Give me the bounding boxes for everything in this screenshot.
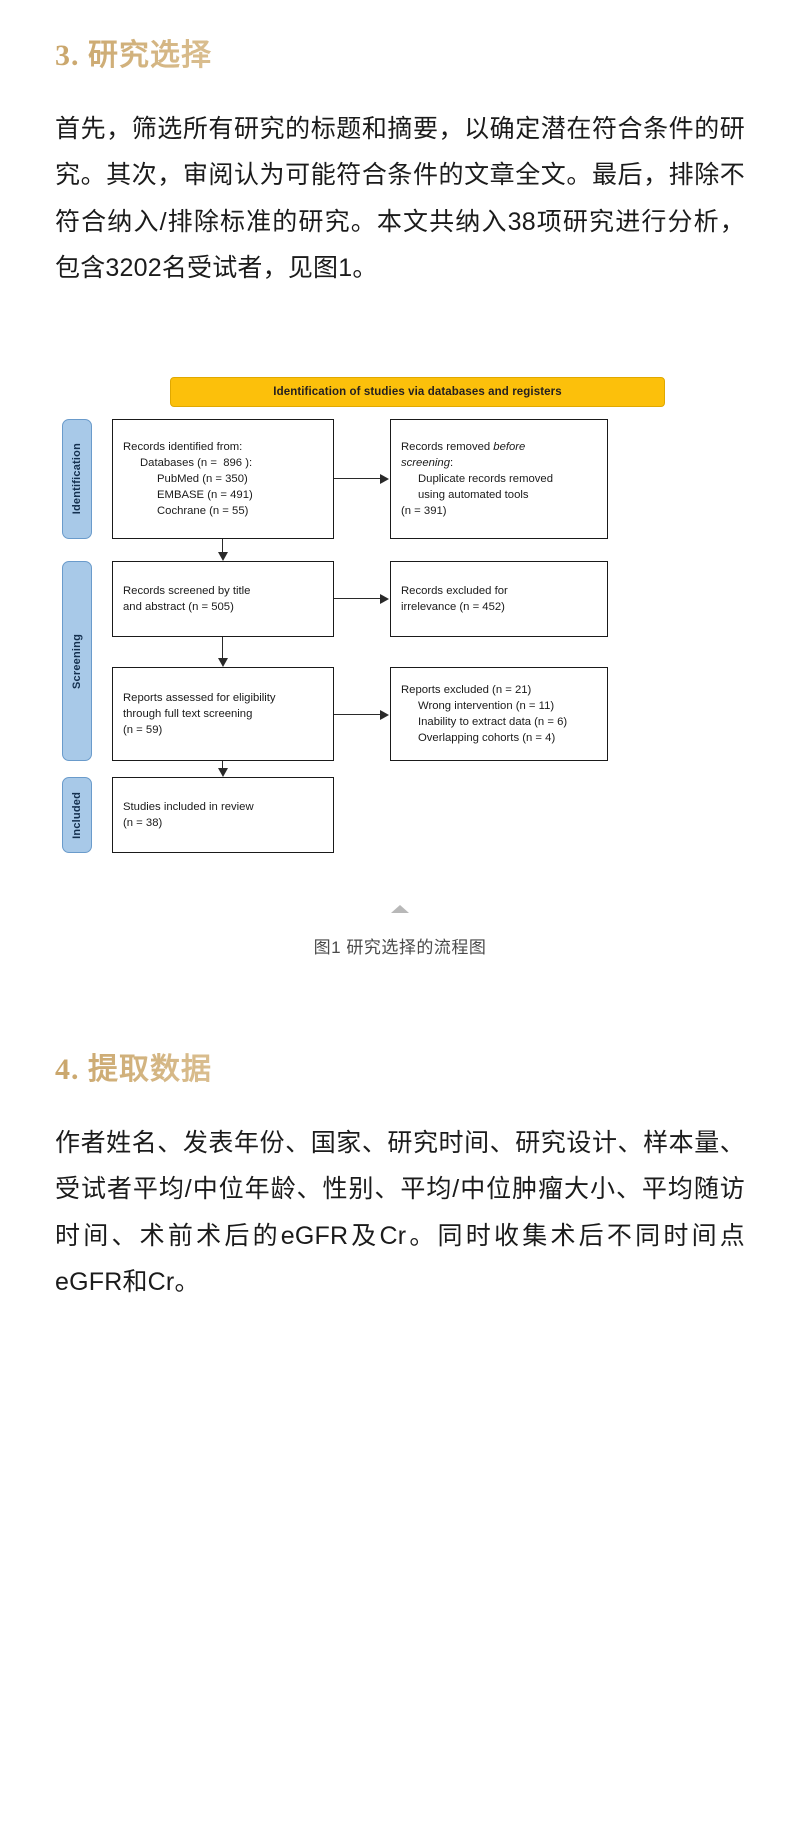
eligibility-line-2: through full text screening — [123, 707, 253, 720]
eligibility-line-1: Reports assessed for eligibility — [123, 691, 276, 704]
records-identified-line-4: EMBASE (n = 491) — [157, 489, 253, 502]
box-reports-excluded: Reports excluded (n = 21) Wrong interven… — [390, 667, 608, 761]
flow-banner: Identification of studies via databases … — [170, 377, 665, 407]
article-page: 3. 研究选择 首先，筛选所有研究的标题和摘要，以确定潜在符合条件的研究。其次，… — [0, 0, 800, 1296]
records-removed-line-3: Duplicate records removed — [418, 472, 553, 485]
arrowhead-eligibility-to-included — [218, 768, 228, 777]
stage-label-identification: Identification — [71, 443, 83, 515]
records-identified-line-3: PubMed (n = 350) — [157, 472, 248, 485]
box-records-identified: Records identified from: Databases (n = … — [112, 419, 334, 539]
excluded-irrelevance-line-2: irrelevance (n = 452) — [401, 601, 505, 613]
box-reports-eligibility: Reports assessed for eligibility through… — [112, 667, 334, 761]
records-identified-line-5: Cochrane (n = 55) — [157, 505, 249, 518]
stage-bar-screening: Screening — [62, 561, 92, 761]
page-title-data-extraction: 4. 提取数据 — [55, 1044, 745, 1088]
arrowhead-identified-to-screened — [218, 552, 228, 561]
records-removed-line-2-text: : — [449, 456, 454, 469]
connector-identified-to-removed — [334, 478, 381, 480]
arrowhead-screened-to-eligibility — [218, 658, 228, 667]
records-removed-line-4: using automated tools — [418, 489, 529, 502]
records-screened-line-2: and abstract (n = 505) — [123, 601, 234, 613]
reports-excluded-line-1: Reports excluded (n = 21) — [401, 683, 532, 696]
records-removed-line-2-emph: screening — [401, 456, 450, 469]
studies-included-line-2: (n = 38) — [123, 817, 163, 829]
reports-excluded-line-3: Inability to extract data (n = 6) — [418, 716, 568, 728]
box-records-excluded-irrelevance: Records excluded for irrelevance (n = 45… — [390, 561, 608, 637]
scroll-caret-wrap — [0, 905, 800, 913]
study-selection-paragraph: 首先，筛选所有研究的标题和摘要，以确定潜在符合条件的研究。其次，审阅认为可能符合… — [55, 115, 745, 282]
box-studies-included: Studies included in review (n = 38) — [112, 777, 334, 853]
data-extraction-paragraph: 作者姓名、发表年份、国家、研究时间、研究设计、样本量、受试者平均/中位年龄、性别… — [55, 1129, 745, 1296]
records-removed-line-1-emph: before — [493, 440, 526, 453]
eligibility-line-3: (n = 59) — [123, 724, 163, 737]
reports-excluded-line-4: Overlapping cohorts (n = 4) — [418, 732, 556, 745]
stage-label-screening: Screening — [71, 633, 83, 689]
arrowhead-eligibility-to-excluded — [380, 710, 389, 720]
records-removed-line-1: Records removed before — [401, 439, 597, 455]
box-records-removed: Records removed before screening: Duplic… — [390, 419, 608, 539]
section-4-header: 4. 提取数据 — [0, 958, 800, 1088]
connector-identified-to-screened — [222, 539, 224, 553]
records-removed-line-2: screening: — [401, 455, 597, 471]
box-records-screened: Records screened by title and abstract (… — [112, 561, 334, 637]
studies-included-line-1: Studies included in review — [123, 800, 254, 813]
arrowhead-identified-to-removed — [380, 474, 389, 484]
records-removed-line-1-text: Records removed — [401, 440, 494, 453]
records-identified-line-2: Databases (n = 896 ): — [140, 456, 253, 469]
figure-caption: 图1 研究选择的流程图 — [313, 938, 487, 957]
connector-eligibility-to-included — [222, 761, 224, 768]
arrowhead-screened-to-excluded — [380, 594, 389, 604]
reports-excluded-line-2: Wrong intervention (n = 11) — [418, 699, 555, 712]
connector-eligibility-to-excluded — [334, 714, 381, 716]
section-3-header: 3. 研究选择 — [0, 0, 800, 74]
connector-screened-to-eligibility — [222, 637, 224, 658]
caret-up-icon — [391, 905, 409, 913]
prisma-flow-diagram: Identification of studies via databases … — [50, 375, 750, 875]
stage-bar-included: Included — [62, 777, 92, 853]
stage-bar-identification: Identification — [62, 419, 92, 539]
stage-label-included: Included — [71, 791, 83, 839]
records-identified-line-1: Records identified from: — [123, 440, 243, 453]
page-title-study-selection: 3. 研究选择 — [55, 30, 745, 74]
figure-1: Identification of studies via databases … — [0, 375, 800, 958]
flow-banner-label: Identification of studies via databases … — [273, 386, 562, 398]
excluded-irrelevance-line-1: Records excluded for — [401, 584, 508, 597]
connector-screened-to-excluded — [334, 598, 381, 600]
records-screened-line-1: Records screened by title — [123, 584, 251, 597]
records-removed-line-5: (n = 391) — [401, 505, 447, 518]
